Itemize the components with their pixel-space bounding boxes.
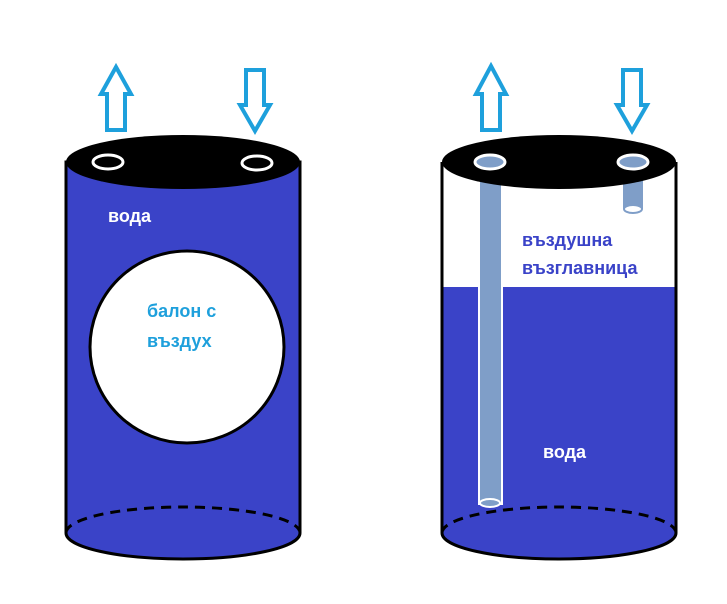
short-tube-bottom-opening: [623, 204, 643, 214]
balloon-label-line2: въздух: [147, 331, 212, 351]
arrow-up-icon: [97, 62, 135, 132]
left-tank-inlet-port: [240, 154, 274, 172]
air-cushion-label-line1: въздушна: [522, 230, 613, 250]
left-tank: вода балон с въздух: [64, 62, 302, 561]
air-cushion-label-line2: възглавница: [522, 258, 638, 278]
right-tank-lid: [442, 135, 676, 189]
right-tank-outlet-port: [473, 153, 507, 171]
air-balloon: [88, 249, 286, 445]
right-water-label: вода: [543, 442, 587, 462]
left-tank-lid: [66, 135, 300, 189]
arrow-up-icon: [472, 61, 510, 132]
right-tank-long-tube: [478, 161, 503, 505]
balloon-label-line1: балон с: [147, 301, 216, 321]
left-water-label: вода: [108, 206, 152, 226]
right-tank-bottom-front-edge: [440, 532, 678, 561]
left-tank-bottom-back-edge: [64, 505, 302, 534]
left-tank-outlet-port: [91, 153, 125, 171]
right-tank-water: [442, 287, 676, 559]
arrow-down-icon: [613, 68, 651, 136]
right-tank: въздушна възглавница вода: [440, 61, 678, 561]
long-tube-bottom-opening: [479, 498, 501, 508]
right-tank-bottom-back-edge: [440, 505, 678, 534]
right-tank-inlet-port: [616, 153, 650, 171]
arrow-down-icon: [236, 68, 274, 136]
